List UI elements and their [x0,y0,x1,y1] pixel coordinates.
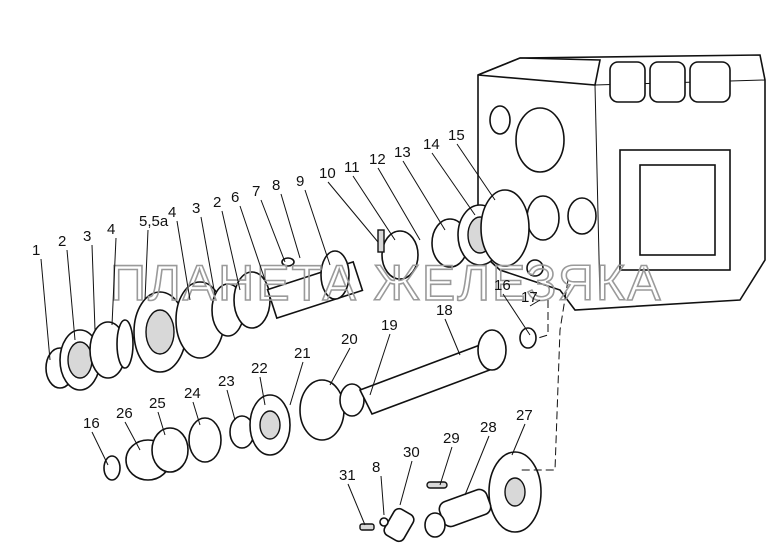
part-number-label: 9 [296,173,304,190]
part-number-label: 13 [394,144,411,161]
part-number-label: 16 [83,415,100,432]
leader-line [66,249,76,341]
part-number-label: 22 [251,360,268,377]
part-number-label: 30 [403,444,420,461]
leader-line [439,446,453,486]
leader-line [380,475,385,516]
leader-line [369,333,391,396]
part-number-label: 7 [252,183,260,200]
output-gear-parts [359,279,569,543]
gearbox-housing [477,54,766,311]
part-number-label: 19 [381,317,398,334]
leader-line [304,189,331,266]
part-number-label: 6 [231,189,239,206]
part-number-label: 20 [341,331,358,348]
leader-line [239,205,266,281]
secondary-shaft-parts [103,259,544,481]
part-number-label: 10 [319,165,336,182]
part-number-label: 31 [339,467,356,484]
part-number-label: 18 [436,302,453,319]
part-number-label: 23 [218,373,235,390]
leader-line [511,423,526,456]
part-number-label: 28 [480,419,497,436]
leader-line [444,318,461,356]
leader-line [221,210,241,291]
leader-line [329,347,351,386]
leader-line [402,160,446,231]
primary-shaft-parts [45,189,530,391]
leader-line [260,199,286,263]
leader-line [347,483,366,526]
leader-line [456,143,496,201]
part-number-label: 5,5a [139,213,169,230]
leader-line [502,293,531,336]
leader-line [431,152,476,216]
leader-line [399,460,413,506]
part-number-label: 2 [58,233,66,250]
part-number-label: 21 [294,345,311,362]
part-number-label: 1 [32,242,40,259]
part-number-label: 11 [344,159,360,176]
part-number-label: 24 [184,385,201,402]
leader-line [40,258,51,361]
leader-line [259,376,266,406]
leader-line [144,229,149,301]
leader-line [124,421,141,451]
leader-line [280,193,301,259]
part-number-label: 25 [149,395,166,412]
part-number-label: 29 [443,430,460,447]
leader-line [157,411,166,436]
part-number-label: 8 [272,177,280,194]
part-number-label: 2 [213,194,221,211]
leader-line [200,216,216,296]
part-number-label: 17 [521,289,538,306]
leader-line [91,431,109,466]
leader-line [377,167,421,241]
part-number-label: 4 [107,221,115,238]
part-number-label: 27 [516,407,533,424]
leader-line [91,244,96,331]
leader-line [327,181,379,243]
part-number-label: 3 [83,228,91,245]
leader-line [464,435,490,496]
part-number-label: 14 [423,136,440,153]
part-number-label: 16 [494,277,511,294]
leader-line [226,389,236,421]
part-number-label: 15 [448,127,465,144]
leader-line [192,401,201,426]
part-number-label: 4 [168,204,176,221]
part-number-label: 8 [372,459,380,476]
leader-line [111,237,117,326]
leader-line [289,361,304,406]
part-number-label: 12 [369,151,386,168]
part-number-label: 26 [116,405,133,422]
leader-line [529,299,541,307]
leader-line [176,220,191,301]
part-number-label: 3 [192,200,200,217]
watermark: ПЛАНЕТА ЖЕЛЕЗЯКА [110,255,662,311]
leader-line [352,175,396,241]
